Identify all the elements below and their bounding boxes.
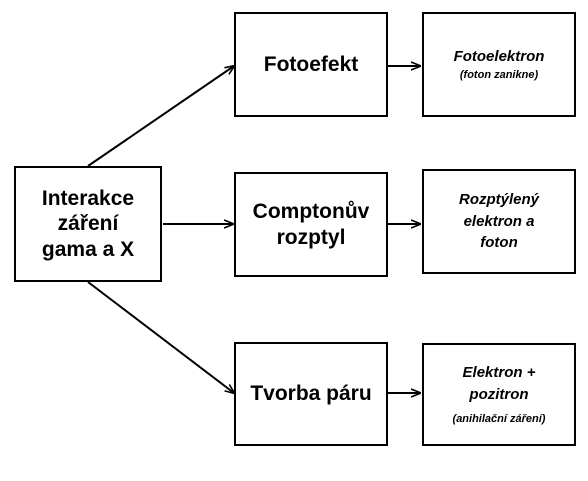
- result-title-elektron-2: pozitron: [469, 385, 529, 403]
- arrow-source-to-tvorba: [87, 281, 234, 393]
- result-line-rozptyleny-3: foton: [480, 234, 518, 252]
- source-line-2: záření: [57, 212, 119, 236]
- process-label-fotoefekt: Fotoefekt: [263, 52, 359, 76]
- process-box-compton: Comptonův rozptyl: [234, 172, 388, 277]
- result-box-rozptyleny: Rozptýlený elektron a foton: [422, 169, 576, 274]
- result-box-elektron-pozitron: Elektron + pozitron (anihilační záření): [422, 343, 576, 446]
- result-title-elektron-1: Elektron +: [462, 364, 536, 382]
- process-label-tvorba: Tvorba páru: [250, 382, 372, 406]
- result-line-rozptyleny-1: Rozptýlený: [458, 190, 539, 208]
- process-box-fotoefekt: Fotoefekt: [234, 12, 388, 117]
- source-line-1: Interakce: [41, 187, 135, 211]
- arrow-source-to-fotoefekt: [87, 66, 234, 167]
- result-note-anihilace: (anihilační záření): [452, 412, 546, 425]
- result-line-rozptyleny-2: elektron a: [463, 212, 535, 230]
- process-label-compton-2: rozptyl: [276, 225, 346, 249]
- source-line-3: gama a X: [41, 237, 135, 261]
- source-box: Interakce záření gama a X: [14, 166, 162, 282]
- result-note-fotoelektron: (foton zanikne): [459, 68, 539, 81]
- process-label-compton-1: Comptonův: [252, 200, 370, 224]
- process-box-tvorba: Tvorba páru: [234, 342, 388, 446]
- result-title-fotoelektron: Fotoelektron: [453, 47, 545, 65]
- result-box-fotoelektron: Fotoelektron (foton zanikne): [422, 12, 576, 117]
